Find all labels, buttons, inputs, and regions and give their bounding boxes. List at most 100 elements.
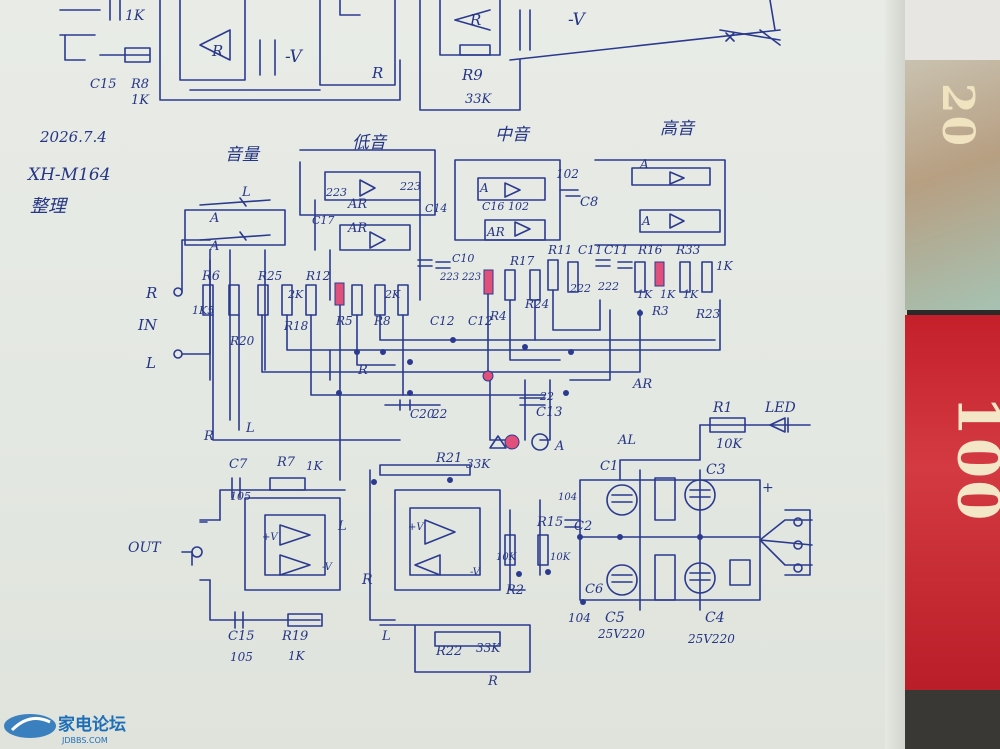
r20-label: R20 [229, 334, 255, 348]
cap-c4 [684, 562, 716, 594]
note-author: 整理 [30, 196, 69, 217]
r9-label: R9 [461, 66, 483, 84]
r17 [504, 269, 516, 301]
mid-c-102: 102 [508, 200, 529, 213]
top-r-1k: 1K [125, 8, 146, 24]
mid-c-223-2: 223 [461, 272, 481, 283]
bottom-r-mark: R [487, 674, 498, 689]
header-bass: 低音 [352, 133, 388, 153]
top-r-mark: R [371, 64, 383, 82]
watermark-text: 家电论坛 [58, 714, 126, 735]
c17-label: C17 [312, 214, 334, 227]
r8-label: R8 [373, 314, 391, 328]
bass-c-223-1: 223 [325, 186, 347, 199]
r12-label: R12 [305, 269, 330, 283]
paper-edge [885, 0, 907, 749]
r-1k5-label: 1K5 [192, 304, 214, 317]
c1-label: C1 [600, 459, 618, 474]
r19-label: R19 [281, 629, 308, 644]
mid-ar-label: AR [486, 225, 505, 239]
forum-watermark: 家电论坛 JDBBS.COM [0, 704, 160, 749]
bias-node-highlight [504, 434, 520, 450]
c11-label: C11 [604, 243, 628, 257]
r11-label: R11 [547, 243, 572, 257]
r24-label: R24 [524, 297, 549, 311]
r7-label: R7 [276, 455, 296, 470]
r23 [701, 261, 713, 293]
c18-label: C12 [468, 314, 492, 328]
output-stage: +V -V +V -V OUT C7 105 [128, 451, 571, 689]
c13-label: C13 [536, 405, 563, 420]
r9-value: 33K [465, 92, 493, 107]
r15 [537, 534, 549, 566]
top-c15-label: C15 [90, 77, 117, 92]
r21-val: 33K [466, 457, 491, 471]
opamp1-plus-v: +V [262, 532, 279, 543]
r15-label: R15 [536, 515, 563, 530]
out-label: OUT [128, 540, 162, 556]
c16-label: C16 [482, 200, 504, 213]
top-r-mark-2: R [469, 11, 481, 29]
top-partial-circuit: 1K C15 R8 1K R -V R R -V R9 33K [59, 0, 781, 111]
treble-r-1k-3: 1K [683, 288, 699, 301]
input-jack-r [173, 287, 183, 297]
mid-a-label: A [479, 181, 489, 195]
in-l-label: L [145, 354, 156, 372]
treble-filter: A A C11 C11 222 222 1K 1K 1K [569, 157, 726, 301]
r18-label: R18 [283, 319, 309, 333]
c13-val: 22 [539, 390, 554, 403]
r25 [257, 284, 269, 316]
left-r-mark: R [203, 429, 214, 444]
treble-a-label: A [639, 157, 649, 171]
r22-label: R22 [435, 644, 462, 659]
c4-label: C4 [705, 610, 725, 626]
bottom-l-mark: L [381, 629, 391, 644]
c6-label: C6 [585, 582, 603, 597]
c20-val: 22 [431, 407, 447, 421]
header-mid: 中音 [495, 125, 531, 145]
volume-l: L [241, 185, 251, 200]
out-r-mark: R [361, 572, 373, 588]
r5-label: R5 [335, 314, 353, 328]
note-date: 2026.7.4 [39, 128, 107, 146]
c8-label: C8 [580, 195, 598, 210]
r2 [504, 534, 516, 566]
banknote-100: 100 [905, 315, 1000, 695]
c12-label: C12 [430, 314, 454, 328]
c14-label: C14 [425, 202, 447, 215]
bass-filter: 223 223 AR AR C17 C14 C12 [299, 149, 454, 328]
opamp1-minus-v: -V [322, 562, 334, 573]
mid-filter: A AR C16 102 102 C8 C10 223 223 C12 [439, 159, 598, 328]
r-2k-label-1: 2K [287, 288, 304, 301]
c19-label: C11 [578, 243, 602, 257]
r4-highlight [483, 269, 494, 295]
r1-val: 10K [716, 437, 744, 452]
mid-c-223-1: 223 [439, 272, 459, 283]
r12 [305, 284, 317, 316]
r21-label: R21 [435, 451, 462, 466]
c8-val: 102 [556, 167, 579, 181]
top-r-symbol: R [211, 42, 223, 60]
treble-r-1k-2: 1K [660, 288, 676, 301]
r19-val: 1K [288, 649, 306, 663]
r-1k-right: 1K [716, 259, 734, 273]
bias-node [531, 433, 549, 451]
treble-a2-label: A [641, 214, 651, 228]
r-6k [567, 261, 579, 293]
header-treble: 高音 [660, 119, 696, 139]
left-l-mark: L [245, 421, 255, 436]
cap-c3 [684, 479, 716, 511]
interconnect-wiring: A C20 22 22 C13 R AR AL R L [203, 289, 721, 481]
c3-label: C3 [706, 462, 726, 478]
bass-ar-label: AR [347, 197, 367, 212]
out-jack [191, 546, 203, 558]
paper-sheet [0, 0, 905, 749]
r23-label: R23 [695, 307, 721, 321]
r4-label: R4 [489, 309, 507, 323]
top-r8-val: 1K [131, 93, 150, 108]
top-minus-v-1: -V [285, 47, 304, 67]
table-surface [905, 0, 1000, 60]
volume-a1: A [209, 211, 219, 226]
